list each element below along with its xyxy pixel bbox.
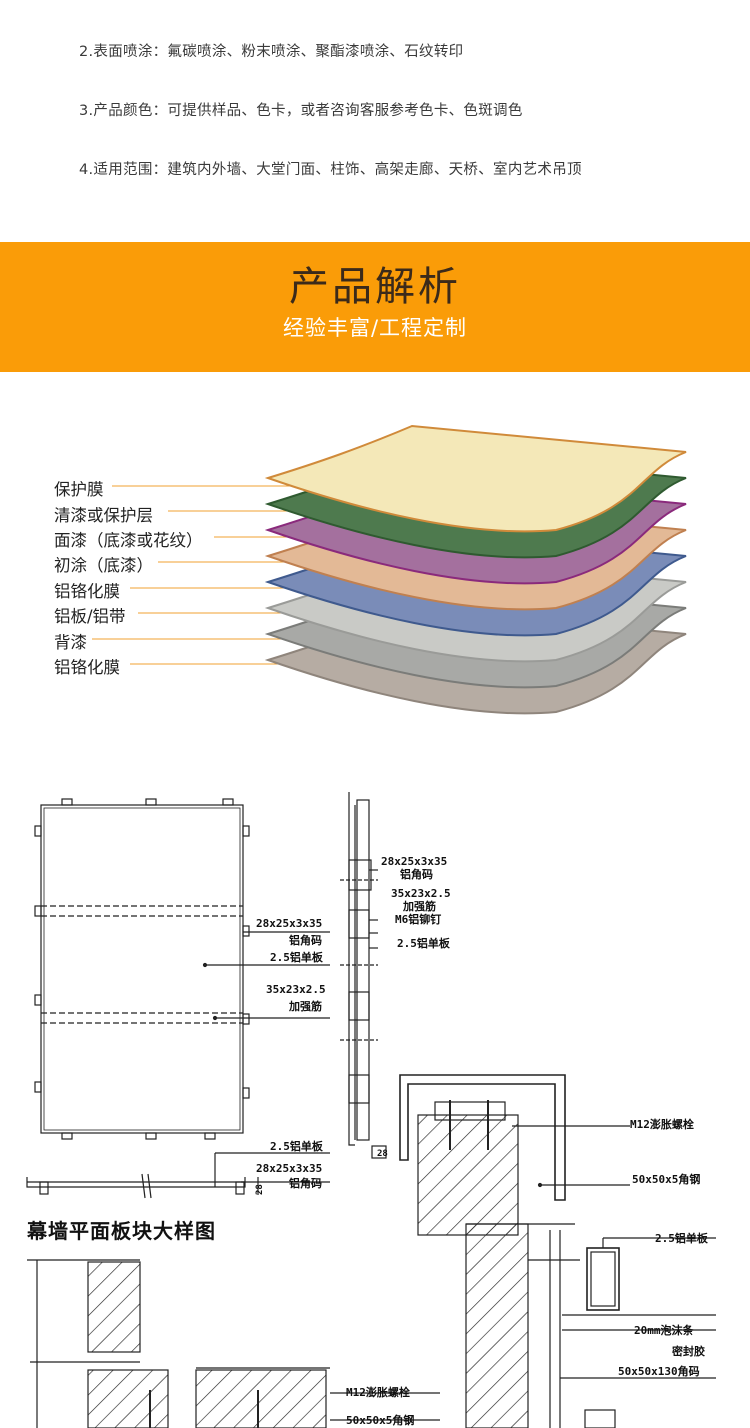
panel-inner-edge: [43, 807, 241, 1131]
panel-clips: [34, 798, 250, 1140]
label-bolt: M12澎胀螺栓: [630, 1117, 694, 1131]
label-b-angle: 50x50x5角钢: [346, 1413, 414, 1427]
label-angle-steel: 50x50x5角钢: [632, 1172, 700, 1186]
label-plate: 2.5铝单板: [270, 950, 324, 964]
banner-title: 产品解析: [289, 264, 461, 310]
layer-label-top-coat: 面漆（底漆或花纹）: [54, 531, 203, 550]
layer-sheets: [264, 424, 687, 715]
concrete-block: [417, 1114, 519, 1236]
label-corner-code: 28x25x3x35: [256, 917, 322, 930]
layer-label-clear-coat: 清漆或保护层: [54, 506, 153, 525]
layer-label-chromate-film: 铝铬化膜: [54, 582, 120, 601]
label-foam: 20mm泡沫条: [634, 1323, 694, 1337]
layer-label-primer: 初涂（底漆）: [54, 556, 153, 575]
label-side-corner-name: 铝角码: [400, 867, 433, 881]
wall-section-right: [465, 1223, 529, 1428]
angle-steel-frame: [399, 1074, 566, 1201]
spec-surface-coating: 2.表面喷涂：氟碳喷涂、粉末喷涂、聚酯漆喷涂、石纹转印: [79, 44, 464, 60]
label-sealant: 密封胶: [672, 1344, 705, 1358]
layer-sheet: [264, 424, 687, 533]
label-bottom-corner: 28x25x3x35: [256, 1162, 322, 1175]
layer-label-chromate-film-bottom: 铝铬化膜: [54, 658, 120, 677]
layer-label-aluminum-sheet: 铝板/铝带: [54, 607, 126, 626]
label-rib-name: 加强筋: [288, 999, 322, 1013]
label-angle-code: 50x50x130角码: [618, 1364, 700, 1378]
label-dim-28: 28: [255, 1184, 265, 1195]
label-bottom-corner-name: 铝角码: [289, 1176, 322, 1190]
label-side-plate: 2.5铝单板: [397, 936, 451, 950]
drawing-title: 幕墙平面板块大样图: [27, 1219, 216, 1243]
leader-lines: [92, 485, 290, 665]
layer-structure-diagram: [92, 424, 687, 715]
wall-section-left: [87, 1261, 141, 1353]
spec-application-range: 4.适用范围：建筑内外墙、大堂门面、柱饰、高架走廊、天桥、室内艺术吊顶: [79, 162, 582, 178]
banner-subtitle: 经验丰富/工程定制: [282, 316, 468, 340]
panel-elevation: [40, 804, 244, 1134]
label-bottom-plate: 2.5铝单板: [270, 1139, 324, 1153]
curtain-wall-drawing: 28x25x3x35 铝角码 2.5铝单板 35x23x2.5 加强筋 28x2…: [26, 792, 716, 1428]
label-r-plate: 2.5铝单板: [655, 1231, 709, 1245]
label-side-corner: 28x25x3x35: [381, 855, 447, 868]
label-rib: 35x23x2.5: [266, 983, 326, 996]
side-section: [348, 792, 355, 1146]
label-b-bolt: M12澎胀螺栓: [346, 1385, 410, 1399]
spec-product-color: 3.产品颜色：可提供样品、色卡，或者咨询客服参考色卡、色斑调色: [79, 103, 523, 119]
label-side-rib: 35x23x2.5: [391, 887, 451, 900]
aluminum-plate-detail: [586, 1247, 620, 1311]
section-banner: [0, 242, 750, 372]
layer-label-protective-film: 保护膜: [54, 480, 104, 499]
label-corner-code-name: 铝角码: [289, 933, 322, 947]
label-dim-28-side: 28: [377, 1149, 388, 1159]
label-rivet: M6铝铆钉: [395, 912, 441, 926]
bolt-plate: [434, 1101, 506, 1121]
label-side-rib-name: 加强筋: [402, 899, 436, 913]
layer-label-back-coat: 背漆: [54, 633, 87, 652]
